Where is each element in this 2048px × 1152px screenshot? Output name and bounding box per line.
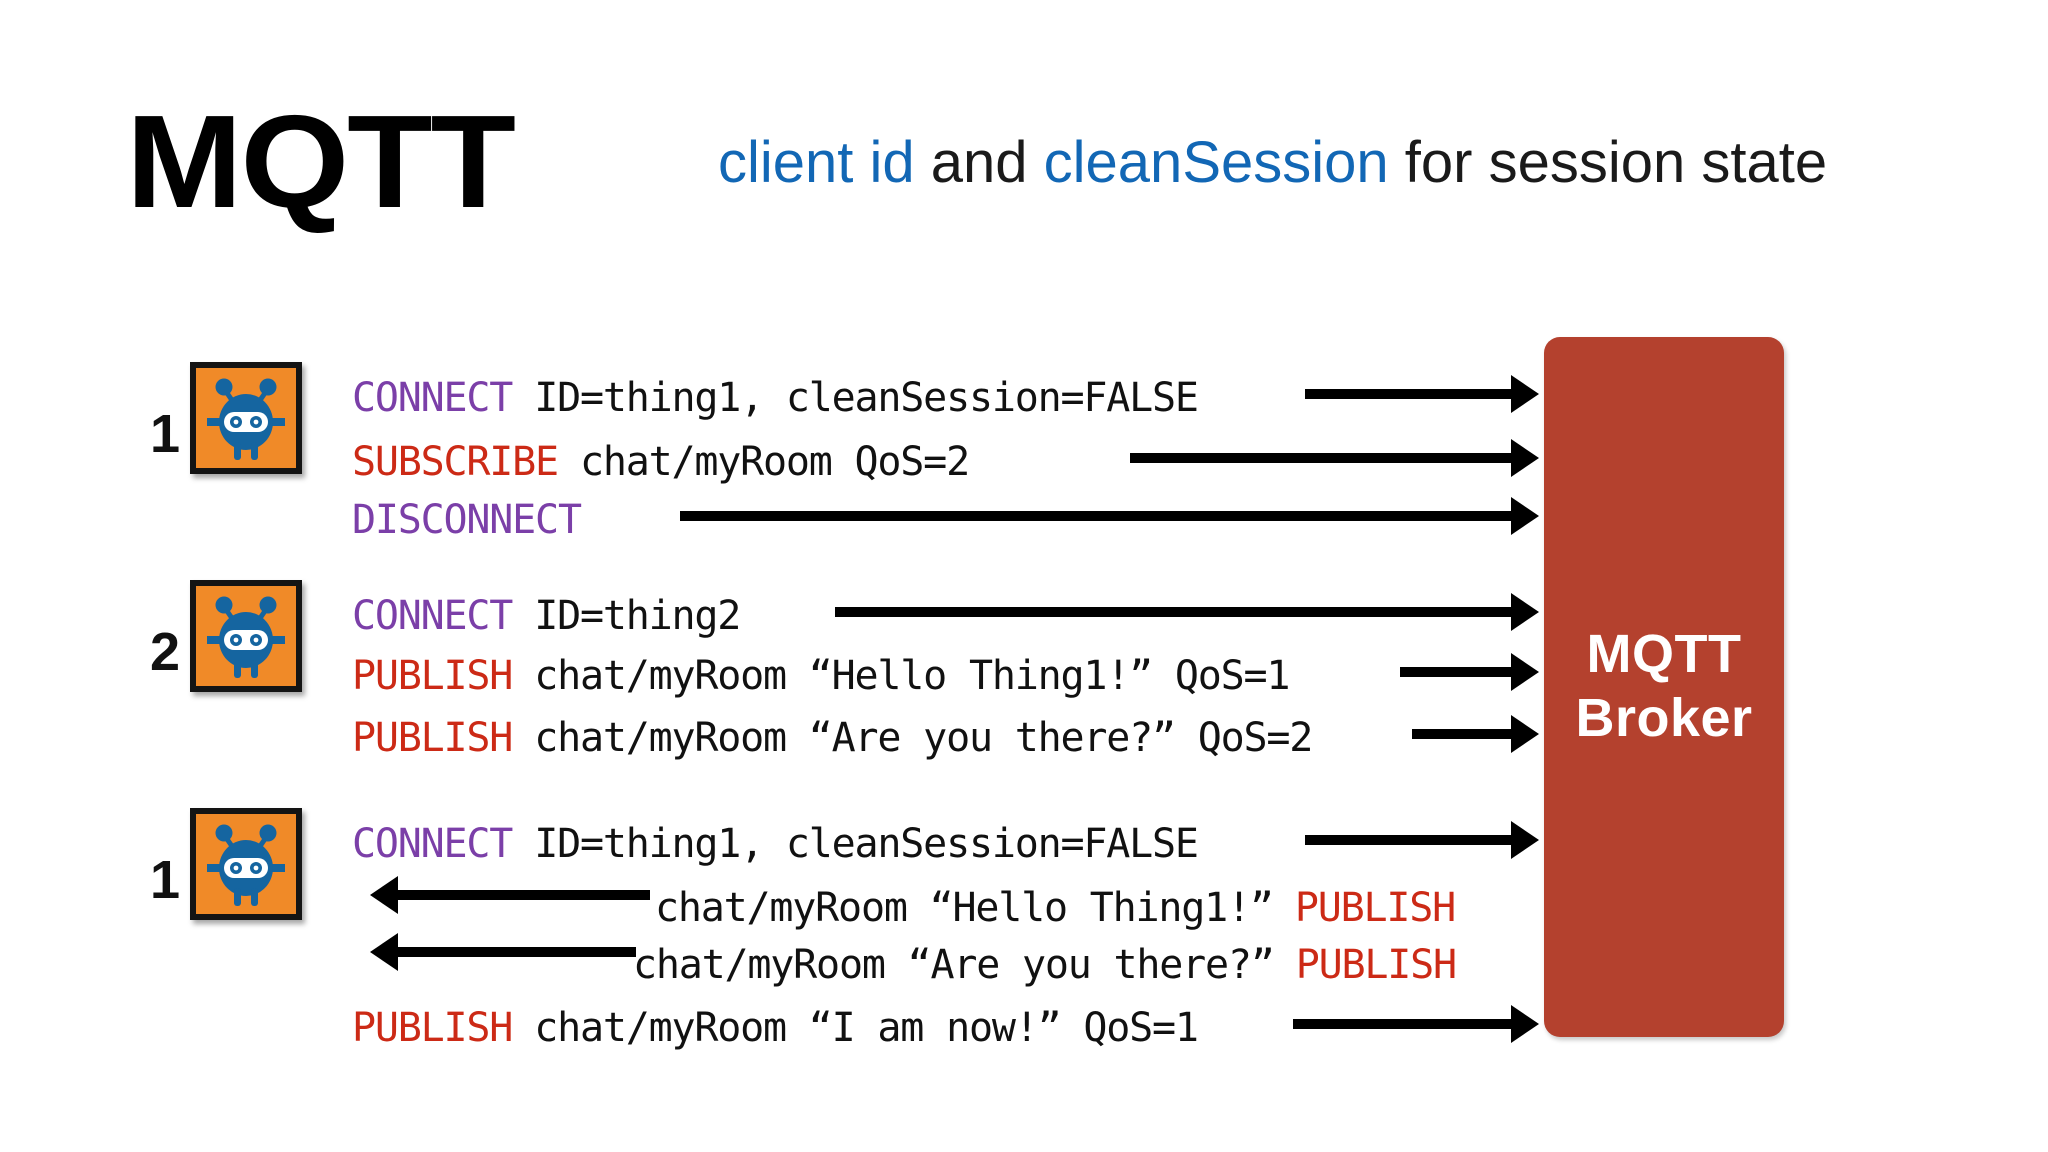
message-row: CONNECT ID=thing1, cleanSession=FALSE	[352, 821, 1199, 867]
robot-icon	[190, 808, 302, 920]
msg-verb: CONNECT	[352, 821, 513, 867]
arrow-from-broker	[396, 890, 650, 900]
message-row: chat/myRoom “Are you there?” PUBLISH	[633, 942, 1457, 988]
message-row: SUBSCRIBE chat/myRoom QoS=2	[352, 439, 970, 485]
msg-verb: PUBLISH	[352, 715, 513, 761]
arrow-to-broker	[1305, 835, 1513, 845]
subtitle-client-id: client id	[718, 130, 915, 195]
message-row: PUBLISH chat/myRoom “I am now!” QoS=1	[352, 1005, 1199, 1051]
group-1-number: 1	[150, 404, 181, 464]
msg-verb: PUBLISH	[352, 653, 513, 699]
slide-subtitle: client id and cleanSession for session s…	[718, 134, 1827, 192]
msg-verb: CONNECT	[352, 375, 513, 421]
arrow-to-broker	[1400, 667, 1513, 677]
broker-label-line1: MQTT	[1586, 624, 1742, 685]
msg-args: chat/myRoom QoS=2	[579, 439, 970, 485]
page-title: MQTT	[126, 88, 516, 235]
msg-verb: SUBSCRIBE	[352, 439, 559, 485]
group-3-number: 1	[150, 850, 181, 910]
msg-verb: CONNECT	[352, 593, 513, 639]
msg-verb: PUBLISH	[1295, 942, 1457, 988]
arrow-to-broker	[1130, 453, 1513, 463]
subtitle-and: and	[914, 130, 1044, 195]
msg-args: chat/myRoom “Are you there?”	[633, 942, 1275, 988]
robot-icon	[190, 580, 302, 692]
group-2-number: 2	[150, 622, 181, 682]
msg-verb: DISCONNECT	[352, 497, 582, 543]
msg-args: chat/myRoom “I am now!” QoS=1	[534, 1005, 1199, 1051]
msg-args: ID=thing2	[534, 593, 741, 639]
slide-header: MQTT client id and cleanSession for sess…	[0, 0, 2048, 270]
msg-args: ID=thing1, cleanSession=FALSE	[534, 821, 1199, 867]
arrow-to-broker	[680, 511, 1513, 521]
broker-label-line2: Broker	[1575, 688, 1753, 748]
message-row: chat/myRoom “Hello Thing1!” PUBLISH	[655, 885, 1456, 931]
msg-args: chat/myRoom “Are you there?” QoS=2	[534, 715, 1313, 761]
robot-icon	[190, 362, 302, 474]
arrow-to-broker	[1305, 389, 1513, 399]
message-row: PUBLISH chat/myRoom “Are you there?” QoS=…	[352, 715, 1313, 761]
message-row: DISCONNECT	[352, 497, 582, 543]
message-row: CONNECT ID=thing1, cleanSession=FALSE	[352, 375, 1199, 421]
arrow-to-broker	[1412, 729, 1513, 739]
message-row: PUBLISH chat/myRoom “Hello Thing1!” QoS=1	[352, 653, 1290, 699]
message-row: CONNECT ID=thing2	[352, 593, 741, 639]
msg-verb: PUBLISH	[1294, 885, 1456, 931]
arrow-from-broker	[396, 947, 636, 957]
msg-args: ID=thing1, cleanSession=FALSE	[534, 375, 1199, 421]
mqtt-broker-box: MQTT Broker	[1544, 337, 1784, 1037]
msg-verb: PUBLISH	[352, 1005, 513, 1051]
subtitle-tail: for session state	[1388, 130, 1828, 195]
msg-args: chat/myRoom “Hello Thing1!”	[655, 885, 1274, 931]
subtitle-clean-session: cleanSession	[1043, 130, 1389, 195]
msg-args: chat/myRoom “Hello Thing1!” QoS=1	[534, 653, 1290, 699]
arrow-to-broker	[835, 607, 1513, 617]
arrow-to-broker	[1293, 1019, 1513, 1029]
